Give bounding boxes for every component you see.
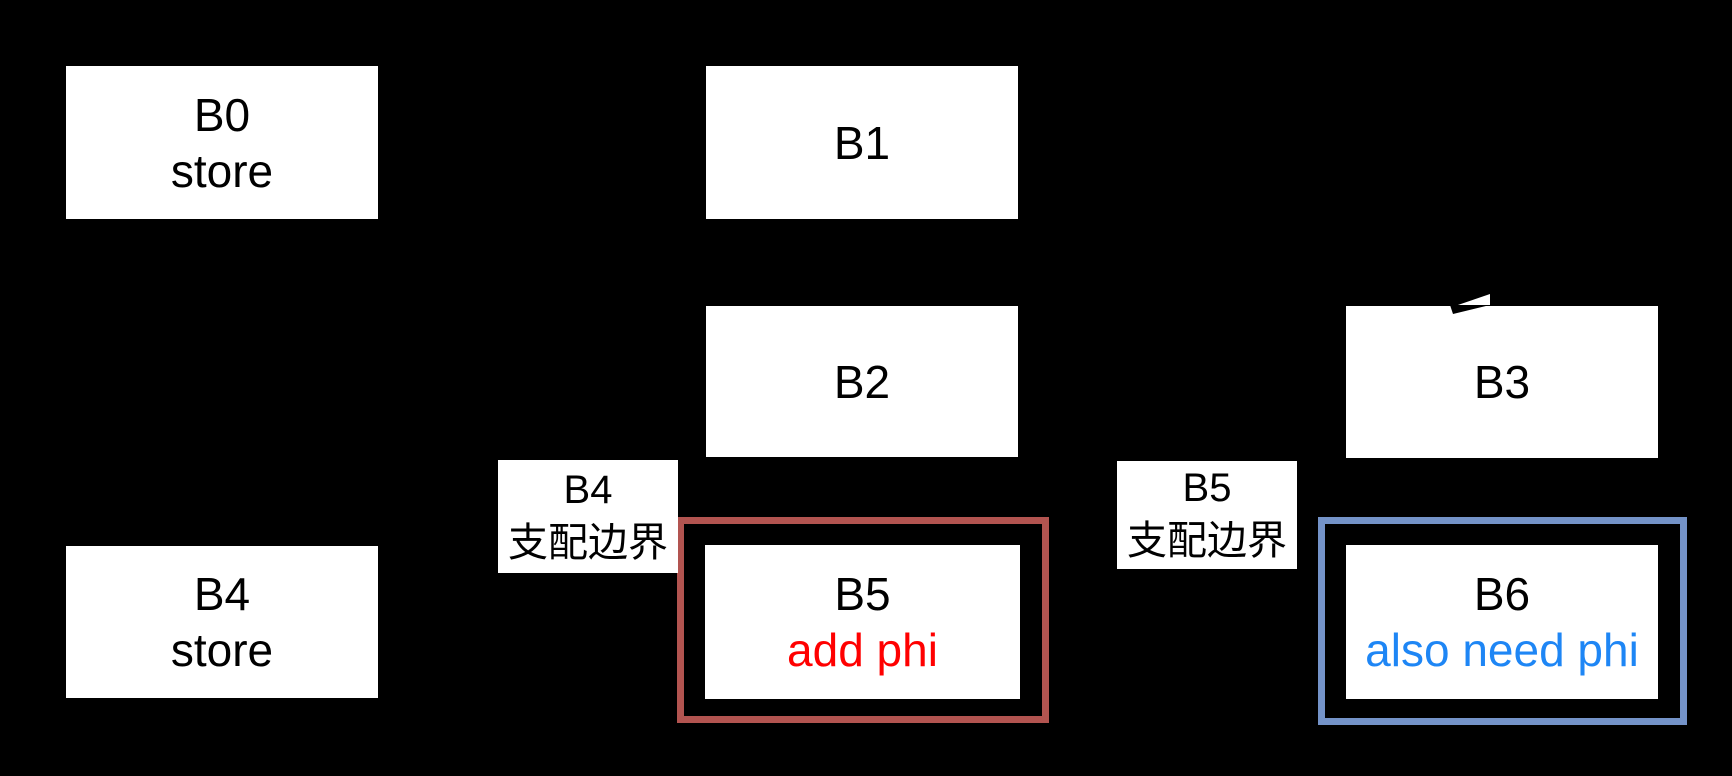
dominance-frontier-label-b5: B5 支配边界 [1117,461,1297,569]
dominance-frontier-label-b4-line1: B4 [563,467,613,512]
blue-highlight-outline: B6 also need phi [1318,517,1687,725]
dominance-frontier-label-b4: B4 支配边界 [498,460,678,573]
node-b0-sublabel: store [170,144,274,197]
arrowhead-icon [1450,294,1490,314]
dominance-frontier-label-b5-line2: 支配边界 [1127,519,1287,563]
dominance-frontier-label-b4-line2: 支配边界 [508,520,668,565]
node-b6-label: B6 [1473,568,1531,620]
node-b6: B6 also need phi [1346,545,1658,699]
node-b2: B2 [706,306,1018,457]
node-b4: B4 store [66,546,378,698]
node-b0: B0 store [66,66,378,219]
node-b5-sublabel: add phi [787,624,938,676]
node-b6-sublabel: also need phi [1365,624,1639,676]
node-b3: B3 [1346,306,1658,458]
node-b5: B5 add phi [705,545,1020,699]
node-b0-label: B0 [193,88,251,141]
node-b3-label: B3 [1473,356,1531,408]
node-b1: B1 [706,66,1018,219]
red-highlight-outline: B5 add phi [677,517,1049,723]
dominance-frontier-label-b5-line1: B5 [1182,466,1232,510]
node-b5-label: B5 [834,568,891,620]
node-b1-label: B1 [833,116,891,169]
node-b4-sublabel: store [170,624,274,676]
node-b4-label: B4 [193,568,251,620]
node-b2-label: B2 [833,355,891,408]
